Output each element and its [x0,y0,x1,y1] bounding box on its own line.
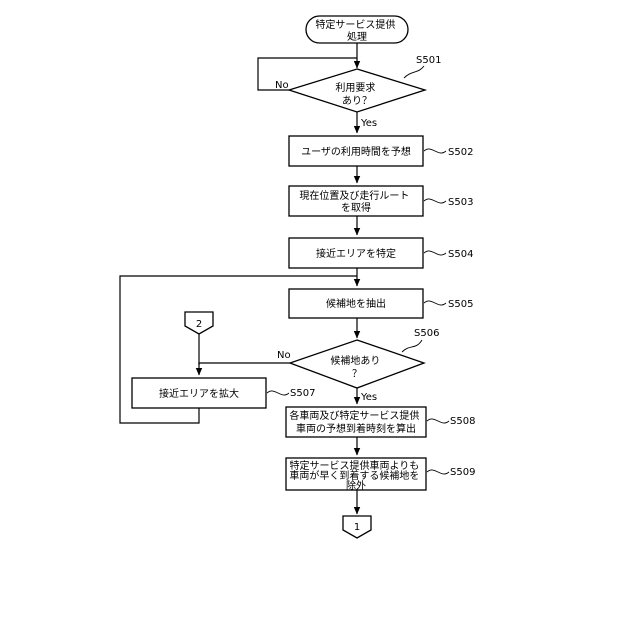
process-s505-label: 候補地を抽出 [326,297,386,310]
process-s505: 候補地を抽出 S505 [289,289,473,318]
process-s504-label: 接近エリアを特定 [316,247,396,260]
decision-s501: 利用要求 あり？ No Yes S501 [275,55,441,129]
branch-label-s506-yes: Yes [360,392,377,403]
step-label-s506: S506 [414,328,439,339]
leader-s509 [427,470,449,474]
step-label-s508: S508 [450,416,475,427]
connector-2: 2 [185,312,213,334]
leader-s501 [404,66,424,78]
process-s502: ユーザの利用時間を予想 S502 [289,136,473,166]
process-s507: 接近エリアを拡大 S507 [132,378,315,408]
step-label-s504: S504 [448,249,473,260]
step-label-s507: S507 [290,388,315,399]
step-label-s509: S509 [450,467,475,478]
start-terminal: 特定サービス提供 処理 [306,16,408,43]
branch-label-s506-no: No [277,350,291,361]
process-s509: 特定サービス提供車両よりも 車両が早く到着する候補地を 除外 S509 [286,458,475,492]
process-s504: 接近エリアを特定 S504 [289,238,473,268]
process-s508: 各車両及び特定サービス提供 車両の予想到着時刻を算出 S508 [286,407,475,437]
step-label-s502: S502 [448,147,473,158]
leader-s505 [424,301,446,305]
branch-label-s501-no: No [275,80,289,91]
connector-1: 1 [343,516,371,538]
connector-1-label: 1 [354,522,360,533]
leader-s506 [402,340,422,352]
step-label-s503: S503 [448,197,473,208]
leader-s502 [424,149,446,153]
process-s502-label: ユーザの利用時間を予想 [301,145,411,158]
process-s503: 現在位置及び走行ルート を取得 S503 [289,186,473,216]
connector-2-label: 2 [196,319,202,330]
step-label-s505: S505 [448,299,473,310]
step-label-s501: S501 [416,55,441,66]
leader-s503 [424,199,446,203]
leader-s504 [424,251,446,255]
branch-label-s501-yes: Yes [360,118,377,129]
flow-lines [120,43,357,514]
leader-s508 [427,419,449,423]
arrow-s506-no-to-s507 [199,363,290,375]
leader-s507 [267,391,289,395]
process-s507-label: 接近エリアを拡大 [159,387,239,400]
